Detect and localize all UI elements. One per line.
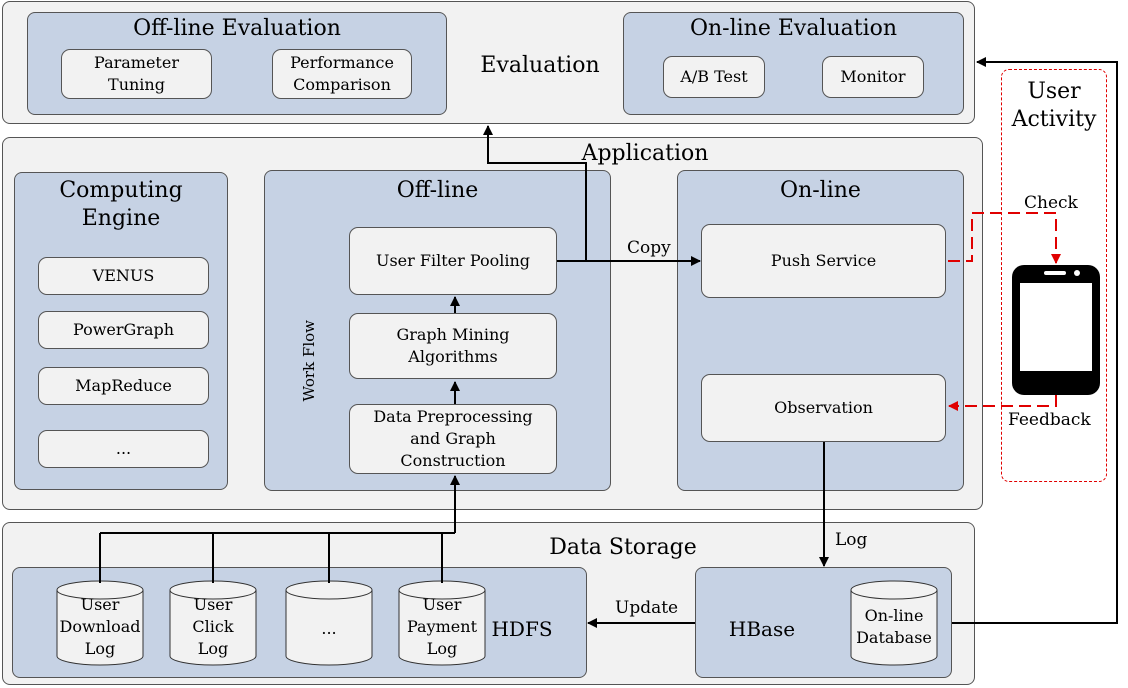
evaluation-title: Evaluation (480, 53, 600, 78)
cylinder-online-database (850, 580, 938, 666)
user-payment-log-label: User Payment Log (407, 595, 477, 658)
online-database-label: On-line Database (856, 606, 932, 647)
cylinder-user-download-log (56, 580, 144, 666)
parameter-tuning-box: Parameter Tuning (61, 49, 212, 99)
online-title: On-line (780, 178, 861, 203)
ab-test-box: A/B Test (663, 56, 765, 98)
cylinder-ellipsis (285, 580, 373, 666)
graph-mining-box: Graph Mining Algorithms (349, 313, 557, 379)
log-label: Log (835, 530, 868, 550)
data-preprocessing-box: Data Preprocessing and Graph Constructio… (349, 404, 557, 474)
computing-engine-title: Computing Engine (59, 178, 183, 231)
cylinder-user-payment-log (398, 580, 486, 666)
data-storage-title: Data Storage (549, 535, 697, 560)
hbase-label: HBase (728, 617, 796, 641)
offline-evaluation-title: Off-line Evaluation (133, 16, 341, 41)
user-filter-pooling-box: User Filter Pooling (349, 227, 557, 295)
arrow-database-to-evaluation (952, 57, 1118, 624)
powergraph-box: PowerGraph (38, 311, 209, 349)
feedback-label: Feedback (1008, 410, 1091, 430)
online-evaluation-title: On-line Evaluation (689, 16, 898, 41)
ellipsis-log-label: ... (321, 619, 337, 638)
performance-comparison-box: Performance Comparison (272, 49, 412, 99)
arrow-feedback (948, 395, 1057, 411)
user-download-log-label: User Download Log (59, 595, 141, 658)
user-activity-panel (1001, 69, 1107, 482)
venus-box: VENUS (38, 257, 209, 295)
observation-box: Observation (701, 374, 946, 442)
ellipsis-box: ... (38, 430, 209, 468)
application-title: Application (581, 141, 709, 166)
smartphone-icon (1012, 265, 1100, 395)
user-activity-title: User Activity (1011, 79, 1097, 132)
offline-title: Off-line (396, 178, 479, 203)
hdfs-label: HDFS (491, 617, 553, 641)
arrow-check (948, 212, 1061, 264)
monitor-box: Monitor (822, 56, 924, 98)
check-label: Check (1024, 193, 1078, 213)
copy-label: Copy (627, 238, 671, 258)
arrow-pooling-to-evaluation (483, 125, 587, 261)
user-click-log-label: User Click Log (192, 595, 234, 658)
push-service-box: Push Service (701, 224, 946, 298)
mapreduce-box: MapReduce (38, 367, 209, 405)
update-label: Update (615, 598, 679, 618)
